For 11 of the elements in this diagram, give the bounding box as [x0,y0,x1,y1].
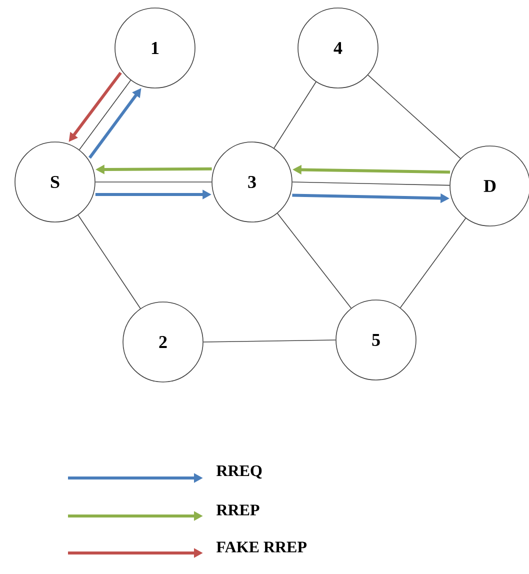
link-line [78,80,132,150]
link-line [277,213,352,309]
legend-label: RREP [216,504,260,516]
link-line [400,218,466,308]
legend-label: FAKE RREP [216,542,307,552]
link-line [274,81,316,149]
link-line [292,182,450,186]
link-line [368,74,461,159]
link-line [203,340,336,342]
link-line [78,214,141,309]
legend-label: RREQ [216,465,262,479]
